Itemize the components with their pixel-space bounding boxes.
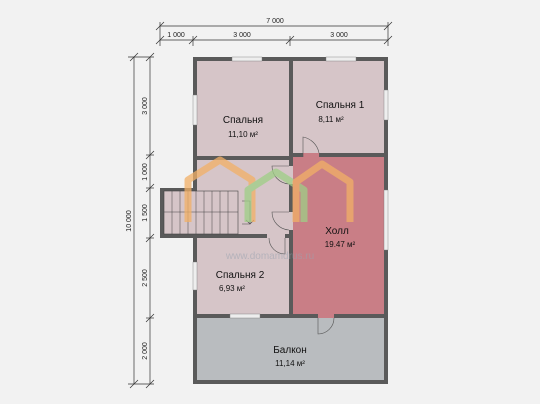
room-balcony <box>197 318 384 380</box>
watermark-text: www.domamdrus.ru <box>225 251 314 262</box>
area-bedroom-1: 8,11 м² <box>318 115 344 124</box>
dim-top-part-2: 3 000 <box>233 32 251 39</box>
dim-left-total: 10 000 <box>126 210 133 232</box>
dim-left-part-3: 1 500 <box>142 204 149 222</box>
dim-left-part-2: 1 000 <box>142 163 149 181</box>
label-balcony: Балкон <box>273 345 307 356</box>
staircase <box>163 190 255 235</box>
room-hall <box>293 157 384 314</box>
dim-left-part-1: 3 000 <box>142 97 149 115</box>
left-dimensions <box>128 52 155 389</box>
room-bedroom-2 <box>197 238 289 314</box>
label-bedroom: Спальня <box>223 115 263 126</box>
dim-left-part-5: 2 000 <box>142 342 149 360</box>
area-balcony: 11,14 м² <box>275 359 305 368</box>
area-bedroom: 11,10 м² <box>228 130 258 139</box>
label-bedroom-2: Спальня 2 <box>216 270 265 281</box>
dim-top-total: 7 000 <box>266 18 284 25</box>
building <box>160 56 389 384</box>
top-dimensions <box>155 21 393 46</box>
label-bedroom-1: Спальня 1 <box>316 100 365 111</box>
room-bedroom-1 <box>293 61 384 153</box>
windows <box>192 56 389 319</box>
area-hall: 19.47 м² <box>325 240 356 249</box>
dim-top-part-1: 1 000 <box>167 32 185 39</box>
watermark-logo <box>184 156 354 222</box>
label-hall: Холл <box>325 226 349 237</box>
dim-left-part-4: 2 500 <box>142 269 149 287</box>
dim-top-part-3: 3 000 <box>330 32 348 39</box>
area-bedroom-2: 6,93 м² <box>219 284 245 293</box>
doors <box>267 136 335 335</box>
room-bedroom <box>197 61 289 156</box>
